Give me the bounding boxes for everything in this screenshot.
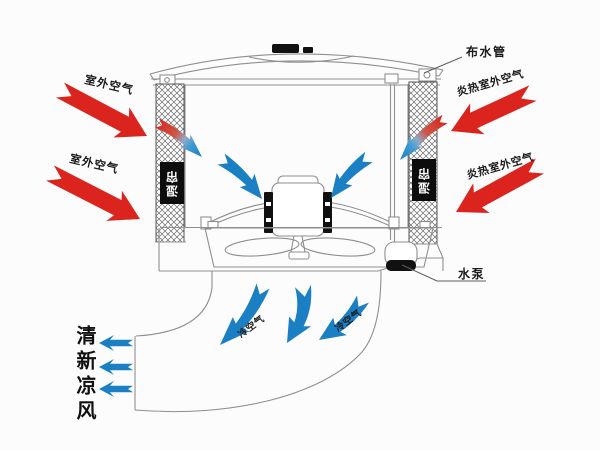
roof-recess (248, 55, 355, 63)
cold-air-duct-arrow-1 (220, 283, 270, 345)
tank-tab-left (207, 220, 219, 229)
cool-air-intake-arrow-right (331, 151, 373, 198)
frame-hinge-left-hole (164, 77, 170, 83)
tank-tab-right (419, 220, 431, 229)
label-fresh-cool-wind: 清新凉风 (73, 325, 95, 425)
water-downpipe (389, 84, 396, 242)
label-outdoor-air-bottom: 室外空气 (68, 151, 120, 176)
curtain-transition-arrow-left (154, 118, 202, 157)
fan-blade-left (224, 237, 300, 257)
hot-outdoor-air-arrow-4 (456, 158, 545, 213)
water-pump-leader (401, 264, 486, 282)
base-left (156, 228, 378, 272)
fresh-air-outlet-arrow-3 (99, 381, 133, 397)
hot-outdoor-air-arrow-3 (451, 85, 537, 135)
curtain-transition-arrow-right (400, 114, 448, 160)
water-pipe-leader (423, 56, 463, 74)
duct-outer-curve (134, 270, 382, 413)
label-water-pump: 水泵 (458, 266, 485, 281)
hot-outdoor-air-arrow-2 (46, 165, 140, 221)
cold-air-duct-arrow-3 (319, 295, 369, 340)
cold-air-duct-arrow-2 (287, 284, 312, 343)
cool-air-intake-arrow-left (217, 153, 262, 199)
fresh-air-outlet-arrow-2 (99, 359, 133, 375)
cabinet-inner-walls (184, 84, 409, 227)
roof-inner-edge (153, 60, 440, 81)
frame-hinge-right (418, 68, 437, 82)
roof-cap-small (303, 47, 313, 53)
label-outdoor-air-top: 室外空气 (83, 72, 135, 97)
airflow-arrows (46, 82, 545, 397)
hot-outdoor-air-arrow-1 (56, 82, 147, 138)
roof-cap (272, 44, 299, 53)
pipe-connector (384, 73, 399, 84)
duct-inner-curve (135, 271, 213, 337)
label-water-pipe: 布水管 (466, 44, 507, 59)
cooler-unit-outline (134, 44, 486, 413)
fresh-air-outlet-arrow-1 (99, 335, 133, 351)
motor-rail-left (264, 192, 273, 233)
label-wet-curtain-left: 湿帘 (160, 162, 184, 204)
motor-rail-right (323, 192, 332, 233)
support-foot-right (388, 216, 400, 230)
water-tank (204, 227, 434, 268)
fan-hub (288, 251, 310, 260)
base-right (377, 243, 444, 272)
label-wet-curtain-right: 湿帘 (412, 159, 436, 201)
roof-outer-edge (149, 53, 444, 75)
fan-blade-right (300, 237, 376, 257)
